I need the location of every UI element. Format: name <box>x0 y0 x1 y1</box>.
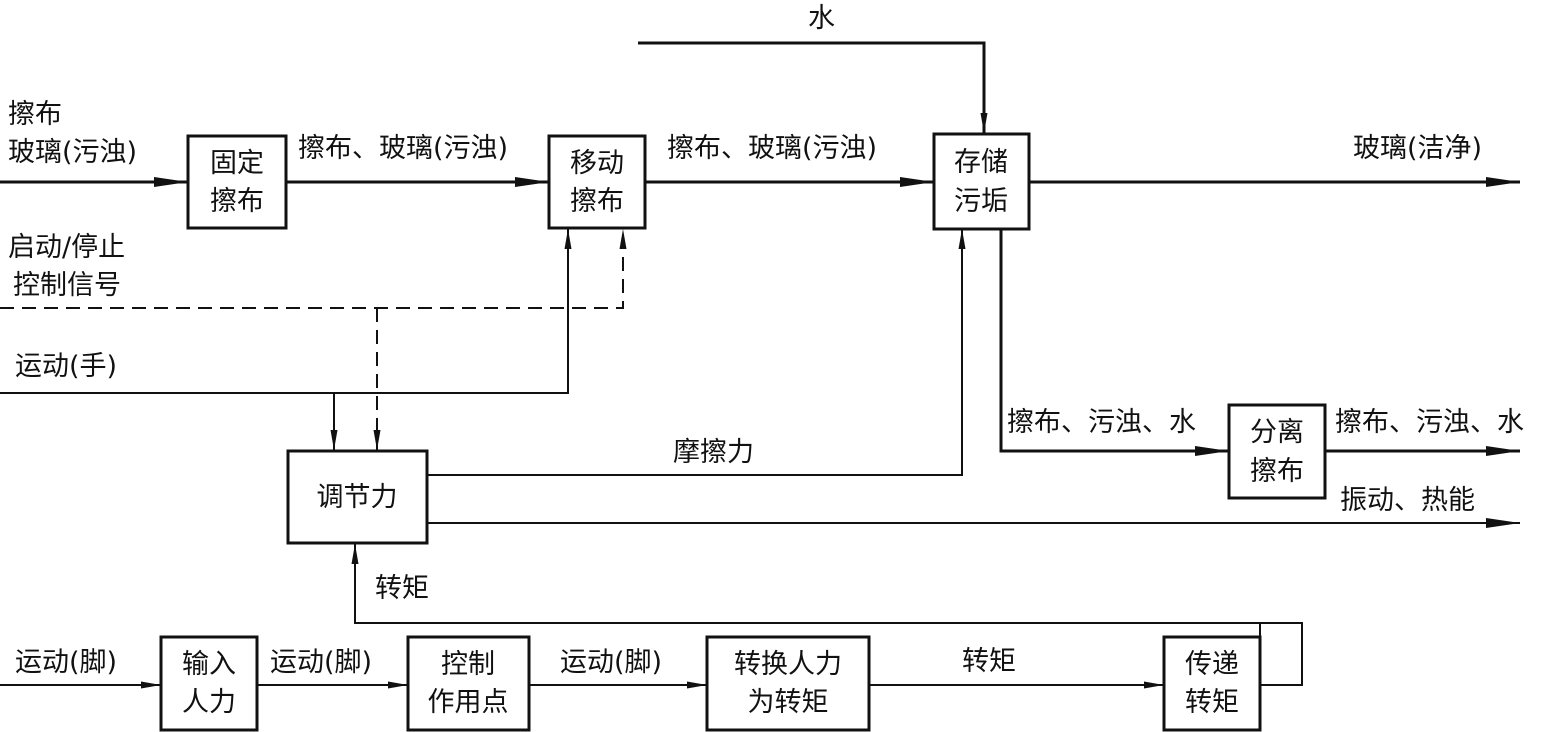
block-control-point-line1: 控制 <box>441 649 495 680</box>
block-move-cloth-line2: 擦布 <box>570 186 624 217</box>
block-convert-torque-line2: 为转矩 <box>748 687 829 718</box>
label-output-clean-glass: 玻璃(洁净) <box>1353 133 1482 164</box>
block-convert-torque-line1: 转换人力 <box>734 649 842 680</box>
block-move-cloth: 移动 擦布 <box>547 134 647 230</box>
block-adjust-force-label: 调节力 <box>317 482 398 513</box>
label-start-stop-1: 启动/停止 <box>8 232 125 263</box>
block-control-point: 控制 作用点 <box>406 635 531 732</box>
label-torque-flow: 转矩 <box>962 646 1016 677</box>
block-transmit-torque: 传递 转矩 <box>1162 635 1262 732</box>
block-move-cloth-line1: 移动 <box>570 148 624 179</box>
label-flow-cloth-glass-2: 擦布、玻璃(污浊) <box>667 133 877 164</box>
block-store-dirt-line1: 存储 <box>954 147 1008 178</box>
block-input-force: 输入 人力 <box>159 635 259 732</box>
block-control-point-line2: 作用点 <box>428 687 509 718</box>
block-transmit-torque-line2: 转矩 <box>1185 687 1239 718</box>
label-to-separate: 擦布、污浊、水 <box>1007 407 1196 438</box>
block-store-dirt: 存储 污垢 <box>932 132 1031 231</box>
flow-torque-feedback <box>1259 622 1303 686</box>
block-separate-cloth-line1: 分离 <box>1250 417 1304 448</box>
block-adjust-force: 调节力 <box>286 449 429 545</box>
flow-hand-motion <box>0 229 572 394</box>
block-convert-torque: 转换人力 为转矩 <box>705 635 871 732</box>
label-torque-feedback: 转矩 <box>375 573 429 604</box>
label-input-glass: 玻璃(污浊) <box>8 137 137 168</box>
block-input-force-line1: 输入 <box>182 649 236 680</box>
block-fix-cloth: 固定 擦布 <box>186 134 288 230</box>
label-start-stop-2: 控制信号 <box>13 270 121 301</box>
label-from-separate: 擦布、污浊、水 <box>1335 407 1524 438</box>
signal-start-stop <box>0 229 627 309</box>
flow-water <box>638 41 988 133</box>
label-motion-hand: 运动(手) <box>15 351 117 382</box>
block-fix-cloth-line1: 固定 <box>210 148 264 179</box>
block-store-dirt-line2: 污垢 <box>954 186 1008 217</box>
label-motion-foot-1: 运动(脚) <box>15 647 117 678</box>
block-input-force-line2: 人力 <box>182 687 236 718</box>
block-fix-cloth-line2: 擦布 <box>210 186 264 217</box>
block-transmit-torque-line1: 传递 <box>1185 649 1239 680</box>
label-motion-foot-3: 运动(脚) <box>560 647 662 678</box>
label-vibration-heat: 振动、热能 <box>1340 485 1475 516</box>
flow-friction <box>427 229 966 476</box>
label-flow-cloth-glass-1: 擦布、玻璃(污浊) <box>298 133 508 164</box>
flow-torque-to-adjust <box>351 544 1302 624</box>
label-friction: 摩擦力 <box>673 437 754 468</box>
block-separate-cloth: 分离 擦布 <box>1227 403 1327 500</box>
label-water: 水 <box>808 3 835 34</box>
flow-store-to-separate <box>999 229 1229 456</box>
label-input-cloth: 擦布 <box>8 99 62 130</box>
block-separate-cloth-line2: 擦布 <box>1250 456 1304 487</box>
label-motion-foot-2: 运动(脚) <box>270 647 372 678</box>
